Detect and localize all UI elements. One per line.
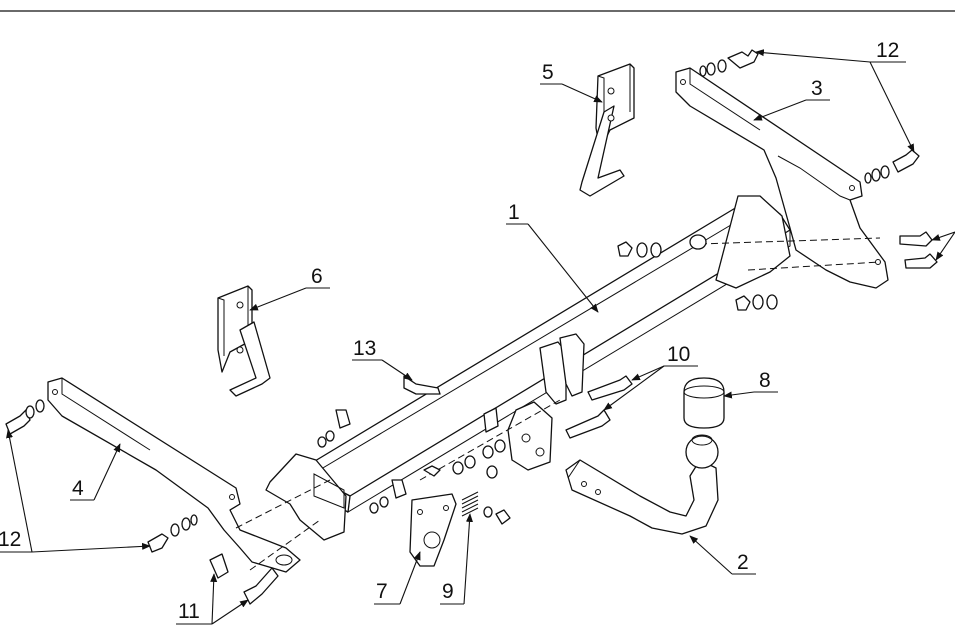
part-1-main-crossbar xyxy=(265,195,791,541)
label-1: 1 xyxy=(506,201,599,313)
part-10-bolts xyxy=(565,375,633,439)
label-9-text: 9 xyxy=(442,580,454,603)
label-7-text: 7 xyxy=(376,580,388,603)
label-6: 6 xyxy=(249,265,330,311)
label-4-text: 4 xyxy=(72,477,84,500)
label-2: 2 xyxy=(689,535,756,575)
nuts-washers-left xyxy=(317,409,407,514)
part-13-bolt xyxy=(403,375,441,395)
label-13: 13 xyxy=(352,337,413,381)
assembly-line-center xyxy=(419,399,561,481)
bolt-set-right xyxy=(864,149,920,184)
label-11: 11 xyxy=(176,573,249,625)
assembly-line-left-1 xyxy=(235,479,331,529)
label-11-text: 11 xyxy=(178,600,200,623)
part-9-spring-washers xyxy=(461,491,511,525)
label-3: 3 xyxy=(753,77,830,121)
bolt-set-top-right xyxy=(699,49,759,77)
label-12-left-text: 12 xyxy=(0,528,21,551)
assembly-line-right-2 xyxy=(747,261,881,271)
part-7-socket-plate xyxy=(409,493,457,567)
nuts-washers-center xyxy=(423,439,506,479)
label-5: 5 xyxy=(540,61,603,103)
label-5-text: 5 xyxy=(542,61,554,84)
label-3-text: 3 xyxy=(811,77,823,100)
part-6-left-bracket xyxy=(217,285,271,397)
part-4-left-bracket xyxy=(47,377,301,573)
label-10-text: 10 xyxy=(667,343,690,366)
label-9: 9 xyxy=(440,513,473,605)
bolt-set-11 xyxy=(209,553,279,605)
label-7: 7 xyxy=(374,551,421,605)
nuts-washers-right-lower xyxy=(735,294,778,311)
label-10: 10 xyxy=(603,343,698,411)
label-12-right: 12 xyxy=(755,39,955,261)
label-12-left: 12 xyxy=(0,429,151,553)
assembly-line-left-2 xyxy=(249,519,321,571)
label-13-text: 13 xyxy=(353,337,376,360)
bolt-set-left-lower xyxy=(147,514,198,553)
part-2-ball-neck xyxy=(565,434,719,535)
label-12-right-text: 12 xyxy=(876,39,899,62)
part-8-ball-cap xyxy=(683,377,725,429)
nuts-washers-right-upper xyxy=(617,234,707,258)
assembly-line-right-1 xyxy=(699,237,881,245)
label-1-text: 1 xyxy=(508,201,520,224)
bolt-set-left-upper xyxy=(5,399,45,435)
part-5-upper-bracket xyxy=(579,63,635,197)
bolt-set-far-right xyxy=(899,231,938,269)
label-2-text: 2 xyxy=(737,551,749,574)
part-3-right-bracket xyxy=(675,67,889,289)
label-4: 4 xyxy=(70,443,121,501)
label-6-text: 6 xyxy=(311,265,323,288)
label-8: 8 xyxy=(723,369,778,399)
label-8-text: 8 xyxy=(759,369,771,392)
